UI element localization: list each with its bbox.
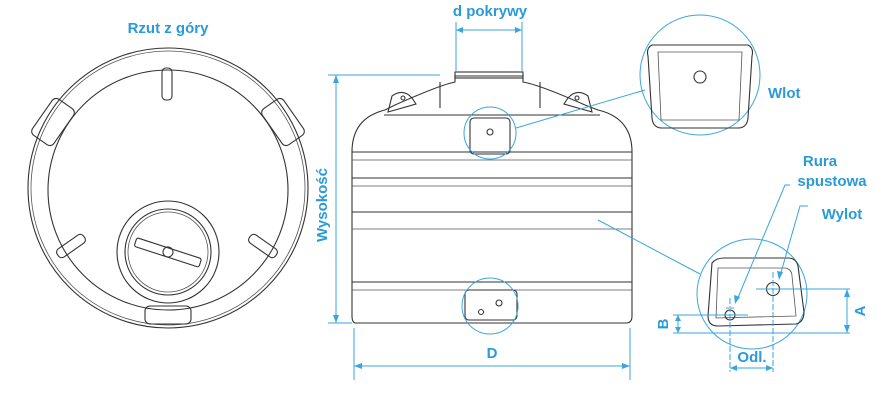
outlet-port — [464, 289, 518, 321]
inlet-label: Wlot — [768, 85, 800, 102]
inlet-hole — [693, 70, 707, 84]
tank-outer-rim — [27, 47, 309, 329]
tank-body — [351, 75, 633, 324]
inlet-port — [469, 117, 511, 155]
body-ribs — [352, 151, 632, 291]
diameter-label: D — [487, 345, 498, 362]
drain-pipe-label-line1: Rura — [803, 153, 838, 170]
outlet-detail: A B Odl. Rura spustowa Wylot — [597, 153, 869, 372]
tank-lid — [454, 71, 524, 79]
dim-b-label: B — [655, 318, 672, 329]
outlet-label: Wylot — [822, 206, 863, 223]
top-view-title: Rzut z góry — [128, 20, 209, 37]
height-dimension: Wysokość — [314, 74, 440, 324]
lifting-lug-right — [261, 97, 305, 147]
lifting-eye-right — [563, 91, 593, 113]
tank-inner-rim — [47, 69, 289, 311]
lifting-eye-left — [387, 91, 417, 113]
top-view: Rzut z góry — [27, 20, 309, 329]
distance-label: Odl. — [737, 349, 766, 366]
rib-right — [248, 233, 278, 259]
manhole-collar — [116, 200, 220, 304]
lid-handle-icon — [134, 237, 202, 268]
diameter-dimension: D — [353, 328, 631, 380]
dim-a-label: A — [852, 305, 869, 316]
lifting-lug-left — [31, 97, 75, 147]
outlet-lug-bottom — [144, 305, 192, 325]
lid-diameter-label: d pokrywy — [453, 3, 528, 20]
rib-left — [56, 233, 86, 259]
side-view — [351, 71, 633, 335]
manhole-lid — [124, 208, 212, 296]
rib-top — [161, 67, 173, 101]
drain-pipe-label-line2: spustowa — [797, 173, 867, 190]
lid-diameter-dimension: d pokrywy — [453, 3, 528, 72]
inlet-detail: Wlot — [515, 14, 800, 136]
height-label: Wysokość — [314, 168, 331, 242]
